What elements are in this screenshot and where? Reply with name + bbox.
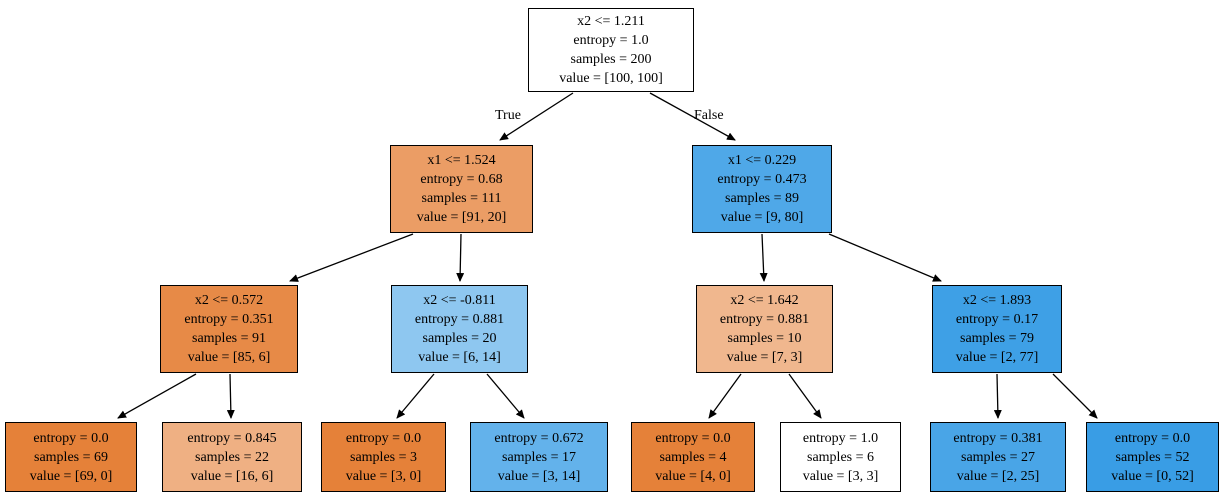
node-condition: x2 <= 0.572	[194, 293, 264, 308]
node-samples: samples = 20	[422, 331, 497, 346]
node-samples: samples = 3	[350, 449, 417, 465]
node-samples: samples = 111	[421, 191, 502, 206]
tree-node-right: x1 <= 0.229 entropy = 0.473 samples = 89…	[692, 145, 832, 233]
node-entropy: entropy = 0.68	[420, 172, 503, 187]
tree-node-right-left: x2 <= 1.642 entropy = 0.881 samples = 10…	[696, 285, 833, 373]
node-value: value = [69, 0]	[29, 468, 113, 484]
node-value: value = [0, 52]	[1111, 468, 1194, 484]
tree-leaf-4: entropy = 0.672 samples = 17 value = [3,…	[470, 422, 608, 492]
node-value: value = [4, 0]	[655, 468, 731, 484]
tree-node-left-right: x2 <= -0.811 entropy = 0.881 samples = 2…	[391, 285, 528, 373]
edge-n1-to-n4	[456, 233, 465, 282]
node-entropy: entropy = 0.0	[1114, 430, 1191, 446]
edge-n3-to-leaf1	[226, 373, 235, 419]
node-condition: x2 <= 1.642	[730, 293, 799, 308]
tree-node-right-right: x2 <= 1.893 entropy = 0.17 samples = 79 …	[932, 285, 1062, 373]
node-entropy: entropy = 0.17	[955, 312, 1039, 327]
node-value: value = [91, 20]	[416, 210, 507, 225]
node-value: value = [2, 25]	[956, 468, 1040, 484]
node-samples: samples = 4	[659, 449, 727, 465]
node-value: value = [3, 14]	[497, 468, 581, 484]
node-entropy: entropy = 0.351	[184, 312, 274, 327]
tree-leaf-2: entropy = 0.845 samples = 22 value = [16…	[162, 422, 302, 492]
node-entropy: entropy = 0.0	[345, 430, 422, 446]
tree-leaf-5: entropy = 0.0 samples = 4 value = [4, 0]	[631, 422, 755, 492]
edge-n2-to-n6	[828, 233, 942, 282]
tree-leaf-7: entropy = 0.381 samples = 27 value = [2,…	[930, 422, 1066, 492]
edge-n4-to-leaf2	[396, 373, 435, 419]
edge-label-false: False	[694, 108, 724, 123]
node-condition: x2 <= 1.893	[962, 293, 1032, 308]
node-value: value = [7, 3]	[726, 350, 803, 365]
edge-n5-to-leaf4	[708, 373, 742, 419]
node-samples: samples = 10	[727, 331, 802, 346]
node-entropy: entropy = 0.0	[655, 430, 731, 446]
node-value: value = [6, 14]	[418, 350, 501, 365]
node-value: value = [3, 3]	[802, 468, 879, 484]
edge-label-true: True	[495, 108, 521, 123]
node-entropy: entropy = 0.881	[414, 312, 505, 327]
node-entropy: entropy = 0.672	[494, 430, 584, 446]
node-condition: x1 <= 1.524	[427, 153, 496, 168]
tree-leaf-8: entropy = 0.0 samples = 52 value = [0, 5…	[1086, 422, 1219, 492]
node-samples: samples = 27	[961, 449, 1035, 465]
edge-root-to-left	[499, 92, 574, 141]
node-samples: samples = 6	[807, 449, 874, 465]
node-entropy: entropy = 0.881	[719, 312, 810, 327]
tree-node-left-left: x2 <= 0.572 entropy = 0.351 samples = 91…	[160, 285, 298, 373]
node-entropy: entropy = 1.0	[802, 430, 879, 446]
tree-leaf-3: entropy = 0.0 samples = 3 value = [3, 0]	[321, 422, 446, 492]
node-value: value = [2, 77]	[955, 350, 1039, 365]
node-entropy: entropy = 0.473	[717, 172, 807, 187]
edge-root-to-right	[649, 92, 736, 141]
edge-n6-to-leaf6	[993, 373, 1002, 419]
edge-n6-to-leaf7	[1052, 373, 1098, 419]
node-value: value = [16, 6]	[190, 468, 274, 484]
tree-node-left: x1 <= 1.524 entropy = 0.68 samples = 111…	[390, 145, 533, 233]
node-samples: samples = 22	[195, 449, 269, 465]
node-value: value = [100, 100]	[559, 71, 663, 86]
node-value: value = [3, 0]	[345, 468, 422, 484]
tree-leaf-1: entropy = 0.0 samples = 69 value = [69, …	[5, 422, 137, 492]
node-entropy: entropy = 1.0	[573, 33, 649, 48]
node-value: value = [9, 80]	[720, 210, 804, 225]
node-samples: samples = 200	[570, 52, 652, 67]
node-samples: samples = 69	[34, 449, 108, 465]
node-entropy: entropy = 0.0	[33, 430, 109, 446]
node-value: value = [85, 6]	[187, 350, 271, 365]
edge-n5-to-leaf5	[788, 373, 822, 419]
edge-n3-to-leaf0	[117, 373, 197, 419]
node-condition: x2 <= 1.211	[577, 14, 645, 29]
edge-n1-to-n3	[289, 233, 414, 282]
node-entropy: entropy = 0.381	[953, 430, 1043, 446]
node-samples: samples = 79	[960, 331, 1034, 346]
edge-n4-to-leaf3	[486, 373, 525, 419]
edge-n2-to-n5	[759, 233, 768, 282]
node-samples: samples = 91	[192, 331, 266, 346]
node-condition: x1 <= 0.229	[727, 153, 797, 168]
node-condition: x2 <= -0.811	[423, 293, 496, 308]
node-samples: samples = 89	[725, 191, 799, 206]
tree-leaf-6: entropy = 1.0 samples = 6 value = [3, 3]	[780, 422, 901, 492]
tree-node-root: x2 <= 1.211 entropy = 1.0 samples = 200 …	[528, 8, 694, 92]
node-samples: samples = 52	[1115, 449, 1190, 465]
node-entropy: entropy = 0.845	[187, 430, 277, 446]
node-samples: samples = 17	[502, 449, 576, 465]
